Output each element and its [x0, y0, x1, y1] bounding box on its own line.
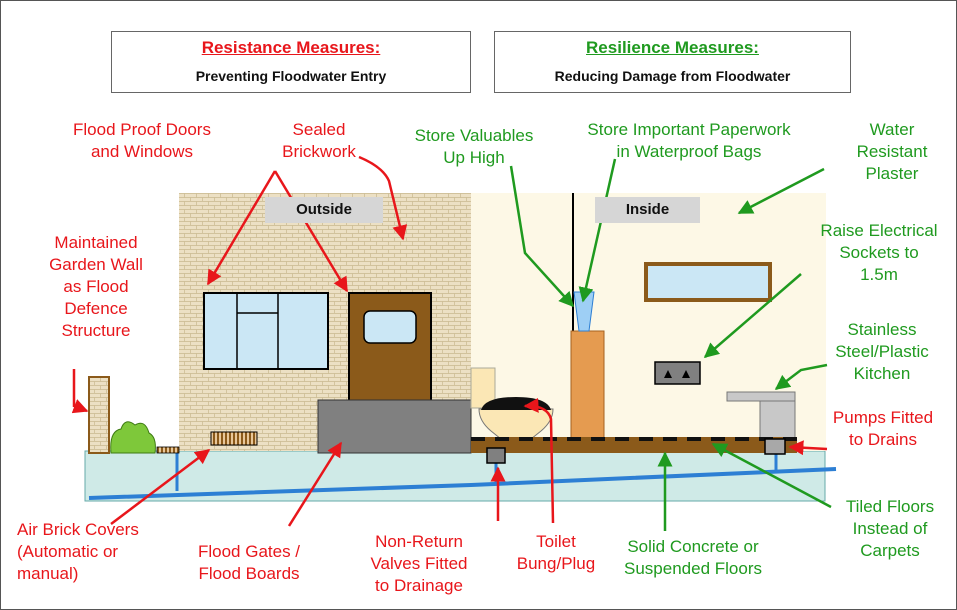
label-store-valuables: Store Valuables Up High	[414, 126, 534, 167]
label-pumps: Pumps Fitted to Drains	[832, 408, 934, 449]
arrow-brickwork	[358, 155, 408, 241]
drain-grate	[156, 446, 180, 454]
flood-gate	[317, 399, 472, 454]
arrow-valuables	[509, 165, 575, 308]
arrow-pumps	[788, 440, 828, 456]
label-water-plaster: Water Resistant Plaster	[856, 120, 928, 183]
arrow-air-brick	[110, 449, 211, 525]
non-return-valve	[486, 447, 506, 464]
arrow-flood-gates	[287, 441, 343, 527]
arrow-sockets	[703, 273, 802, 358]
garden-wall	[88, 376, 110, 454]
drain-pipe	[88, 467, 837, 500]
resilience-title: Resilience Measures:	[586, 38, 759, 57]
resistance-header-box: Resistance Measures: Preventing Floodwat…	[111, 31, 471, 93]
resilience-arrows	[509, 158, 832, 531]
arrow-paperwork	[578, 158, 617, 303]
shrub	[110, 421, 156, 454]
kitchen-unit	[759, 400, 796, 442]
resistance-subtitle: Preventing Floodwater Entry	[195, 68, 387, 84]
arrow-bung	[523, 397, 555, 524]
resilience-header-box: Resilience Measures: Reducing Damage fro…	[494, 31, 851, 93]
resilience-subtitle: Reducing Damage from Floodwater	[554, 68, 791, 84]
label-raise-sockets: Raise Electrical Sockets to 1.5m	[820, 221, 938, 284]
label-tiled-floors: Tiled Floors Instead of Carpets	[845, 497, 935, 560]
label-flood-doors: Flood Proof Doors and Windows	[73, 120, 211, 161]
label-store-paperwork: Store Important Paperwork in Waterproof …	[587, 120, 791, 161]
label-sealed-brickwork: Sealed Brickwork	[282, 120, 356, 161]
window	[203, 292, 329, 370]
label-solid-concrete: Solid Concrete or Suspended Floors	[624, 537, 762, 578]
arrow-kitchen	[774, 363, 828, 390]
arrow-garden-wall	[71, 369, 89, 414]
resistance-arrows	[71, 155, 828, 527]
electrical-socket	[654, 361, 701, 385]
drain-pump	[764, 438, 786, 455]
arrow-doors-door	[273, 170, 349, 293]
cupboard	[570, 330, 605, 440]
interior-window	[644, 262, 772, 302]
kitchen-worktop	[726, 391, 796, 402]
label-toilet-bung: Toilet Bung/Plug	[516, 532, 596, 573]
arrow-plaster	[737, 167, 825, 215]
resistance-title: Resistance Measures:	[201, 38, 381, 57]
arrow-doors-window	[206, 170, 277, 286]
inside-tag: Inside	[595, 197, 700, 223]
label-non-return: Non-Return Valves Fitted to Drainage	[370, 532, 468, 595]
label-air-brick: Air Brick Covers (Automatic or manual)	[17, 520, 139, 583]
air-brick	[210, 431, 258, 446]
label-steel-kitchen: Stainless Steel/Plastic Kitchen	[835, 320, 929, 383]
arrow-tiled	[711, 442, 832, 509]
outside-tag: Outside	[265, 197, 383, 223]
door	[348, 292, 432, 402]
door-window	[363, 310, 417, 344]
label-garden-wall: Maintained Garden Wall as Flood Defence …	[49, 233, 143, 340]
label-flood-gates: Flood Gates / Flood Boards	[197, 542, 301, 583]
